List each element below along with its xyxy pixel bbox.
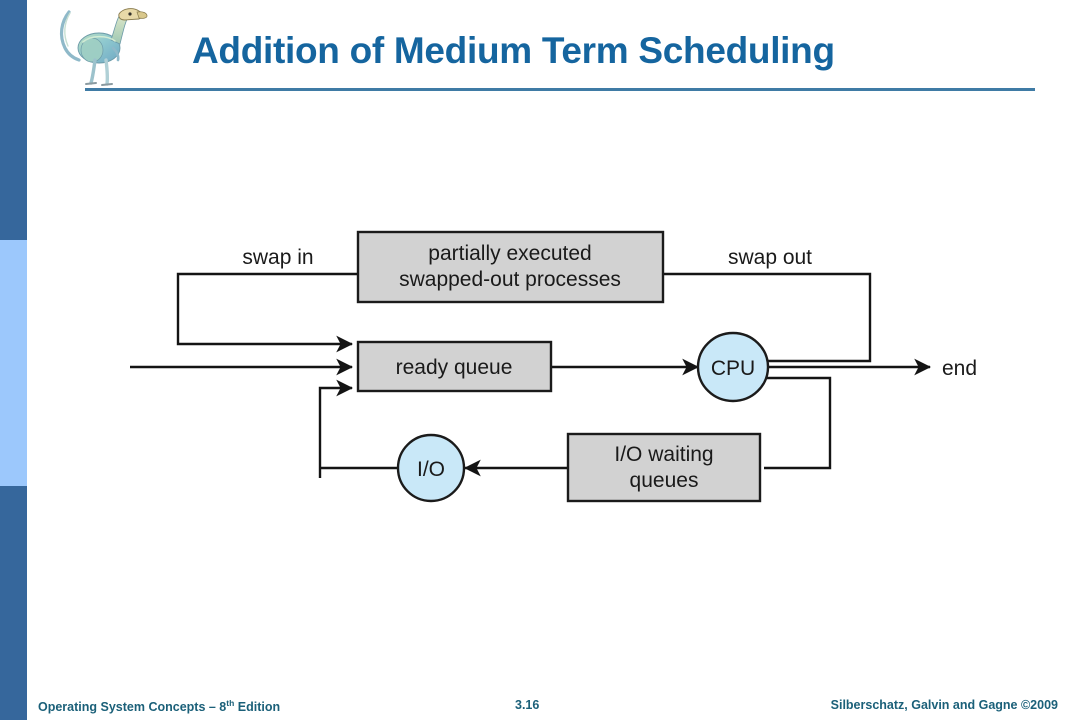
node-label-ready-queue: ready queue — [396, 356, 513, 379]
diagram-connectors — [130, 272, 932, 478]
node-label-swapped-line1: partially executed — [428, 242, 591, 265]
title-divider — [85, 88, 1035, 91]
node-ready-queue: ready queue — [356, 340, 553, 393]
footer-book-title-main: Operating System Concepts — [38, 700, 209, 715]
edge-io-to-ready — [318, 379, 354, 478]
sidebar-segment-bottom — [0, 486, 27, 720]
footer-page-number: 3.16 — [515, 698, 540, 712]
footer-edition-word: Edition — [234, 700, 281, 715]
footer-edition-ordinal: th — [226, 698, 235, 708]
sidebar-segment-top — [0, 0, 27, 240]
node-cpu: CPU — [696, 331, 770, 403]
edge-swap-in — [176, 272, 358, 353]
node-io-waiting-queues: I/O waiting queues — [566, 432, 762, 503]
node-swapped-out-processes: partially executed swapped-out processes — [356, 230, 665, 304]
edge-label-swap-out: swap out — [728, 246, 812, 269]
sidebar-segment-middle — [0, 240, 27, 486]
dinosaur-logo-icon — [55, 4, 165, 90]
edge-cpu-to-io-wait — [764, 376, 832, 470]
slide-header: Addition of Medium Term Scheduling — [27, 0, 1080, 100]
node-label-io: I/O — [417, 458, 445, 481]
footer-copyright: Silberschatz, Galvin and Gagne ©2009 — [830, 698, 1058, 712]
node-label-swapped-line2: swapped-out processes — [399, 268, 621, 291]
diagram-svg: partially executed swapped-out processes… — [130, 230, 977, 503]
page-title: Addition of Medium Term Scheduling — [192, 30, 835, 71]
edge-swap-out — [663, 272, 872, 363]
node-label-iowait-line1: I/O waiting — [614, 443, 713, 466]
node-label-cpu: CPU — [711, 357, 755, 380]
medium-term-scheduling-diagram: partially executed swapped-out processes… — [130, 228, 980, 503]
edge-label-end: end — [942, 357, 977, 380]
footer-book-title: Operating System Concepts – 8th Edition — [38, 698, 280, 714]
edge-label-swap-in: swap in — [242, 246, 313, 269]
node-io: I/O — [396, 433, 466, 503]
sidebar-accent-bar — [0, 0, 27, 720]
footer-edition-number: – 8 — [208, 700, 227, 715]
node-label-iowait-line2: queues — [630, 469, 699, 492]
